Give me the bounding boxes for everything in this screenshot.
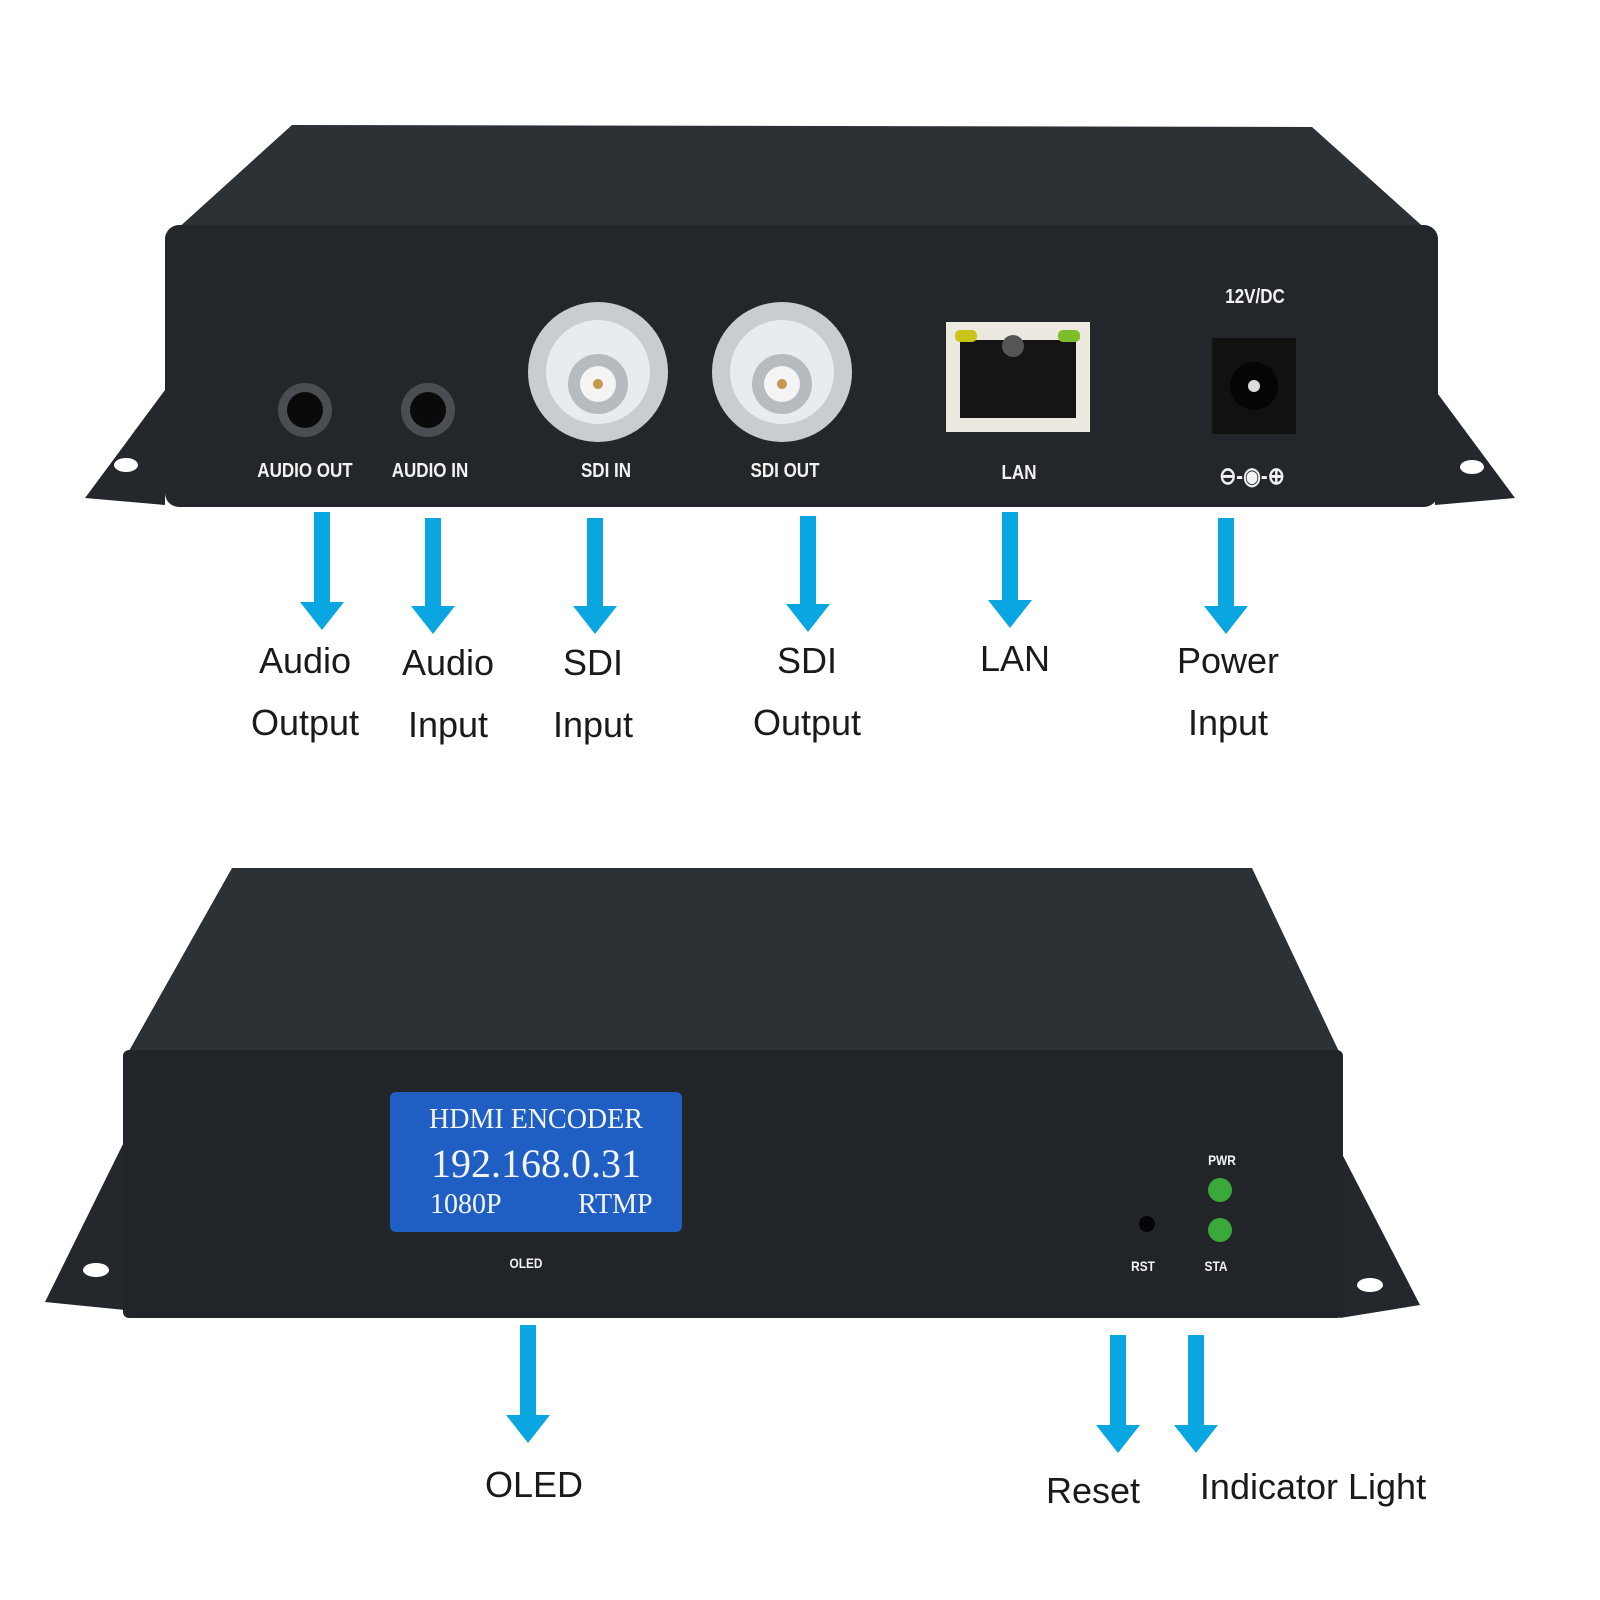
silk-audio-in: AUDIO IN — [391, 460, 469, 482]
silk-audio-out: AUDIO OUT — [257, 460, 353, 482]
oled-display: HDMI ENCODER 192.168.0.31 1080P RTMP — [390, 1092, 682, 1232]
polarity-symbol: ⊖-◉-⊕ — [1219, 463, 1285, 490]
label-oled: OLED — [484, 1464, 584, 1505]
oled-line-ip: 192.168.0.31 — [431, 1141, 641, 1186]
dc-jack-icon — [1212, 338, 1296, 434]
label-lan: LAN — [979, 638, 1051, 679]
bottom-device-front — [45, 868, 1420, 1318]
reset-hole-icon — [1139, 1216, 1155, 1232]
oled-line-protocol: RTMP — [578, 1189, 653, 1220]
silk-sdi-in: SDI IN — [580, 460, 632, 482]
sdi-in-bnc-icon — [528, 302, 668, 442]
oled-line-resolution: 1080P — [430, 1189, 502, 1220]
label-reset: Reset — [1045, 1470, 1141, 1511]
silk-pwr: PWR — [1208, 1152, 1236, 1168]
silk-sta: STA — [1204, 1258, 1228, 1274]
silk-lan: LAN — [1001, 462, 1037, 484]
oled-line-title: HDMI ENCODER — [429, 1104, 643, 1135]
silk-rst: RST — [1131, 1258, 1155, 1274]
top-device-rear — [85, 125, 1515, 507]
silk-sdi-out: SDI OUT — [750, 460, 820, 482]
mount-hole-icon — [114, 458, 138, 472]
mount-hole-icon — [1357, 1278, 1383, 1292]
silk-12v-dc: 12V/DC — [1225, 286, 1285, 308]
silk-oled: OLED — [509, 1255, 543, 1271]
lan-port-icon — [946, 322, 1090, 432]
pwr-led-icon — [1208, 1178, 1232, 1202]
mount-hole-icon — [83, 1263, 109, 1277]
sdi-out-bnc-icon — [712, 302, 852, 442]
mount-hole-icon — [1460, 460, 1484, 474]
label-indicator-light: Indicator Light — [1199, 1466, 1427, 1507]
sta-led-icon — [1208, 1218, 1232, 1242]
